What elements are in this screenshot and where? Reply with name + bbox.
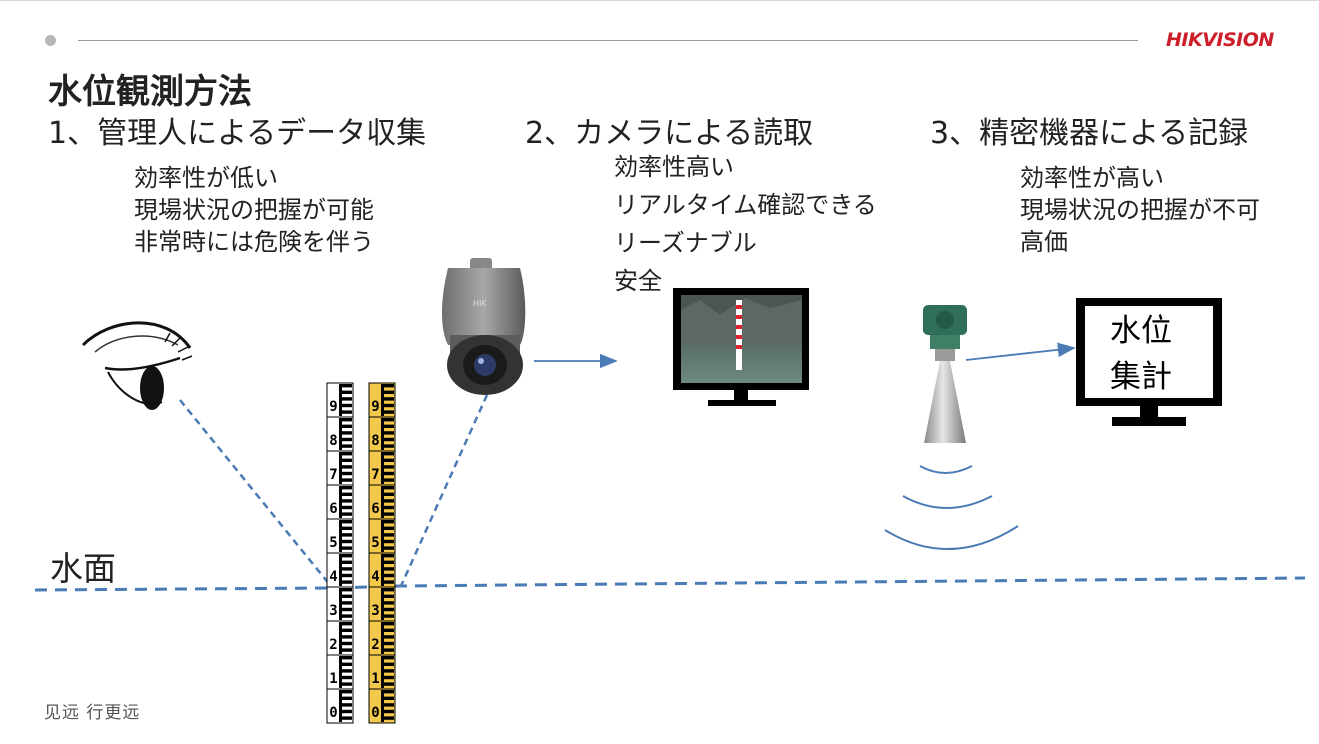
gauge-number: 7 [371, 467, 379, 483]
water-gauge-yellow: 9 8 7 6 5 4 3 2 1 0 [369, 383, 395, 723]
gauge-tick [339, 554, 342, 586]
gauge-tick [381, 486, 384, 518]
gauge-number: 0 [371, 705, 379, 721]
gauge-number: 4 [329, 569, 337, 585]
gauge-tick [381, 622, 384, 654]
gauge-tick [381, 656, 384, 688]
gauge-number: 5 [371, 535, 379, 551]
eye-icon [83, 323, 192, 410]
ptz-camera-icon: HIK [442, 258, 525, 395]
water-gauge-white: 9 8 7 6 5 4 3 2 1 0 [327, 383, 353, 723]
gauge-number: 9 [371, 399, 379, 415]
monitor-line: 水位 [1086, 308, 1196, 354]
gauge-tick [339, 418, 342, 450]
gauge-number: 6 [329, 501, 337, 517]
gauge-tick [339, 486, 342, 518]
monitor-line: 集計 [1086, 354, 1196, 400]
gauge-number: 0 [329, 705, 337, 721]
sensor-arrow [966, 348, 1074, 360]
gauge-tick [339, 622, 342, 654]
gauge-number: 5 [329, 535, 337, 551]
gauge-number: 3 [329, 603, 337, 619]
gauge-tick [339, 656, 342, 688]
gauge-number: 1 [371, 671, 379, 687]
gauge-number: 7 [329, 467, 337, 483]
gauge-number: 2 [329, 637, 337, 653]
gauge-tick [381, 554, 384, 586]
gauge-tick [339, 690, 342, 722]
gauge-tick [339, 520, 342, 552]
water-surface-line [35, 578, 1305, 590]
gauge-tick [381, 588, 384, 620]
radar-sensor-icon [923, 305, 967, 443]
gauge-number: 6 [371, 501, 379, 517]
gauge-tick [339, 452, 342, 484]
monitor-text: 水位 集計 [1086, 308, 1196, 400]
gauge-tick [381, 384, 384, 416]
radar-waves-icon [885, 466, 1018, 549]
gauge-number: 8 [371, 433, 379, 449]
gauge-tick [381, 418, 384, 450]
sight-line [180, 400, 330, 585]
gauge-tick [381, 452, 384, 484]
gauge-number: 2 [371, 637, 379, 653]
camera-view-line [401, 395, 487, 586]
gauge-number: 8 [329, 433, 337, 449]
gauge-number: 1 [329, 671, 337, 687]
gauge-tick [381, 520, 384, 552]
gauge-number: 9 [329, 399, 337, 415]
gauge-tick [381, 690, 384, 722]
gauge-tick [339, 384, 342, 416]
camera-monitor-icon [673, 288, 809, 406]
gauge-tick [339, 588, 342, 620]
gauge-number: 4 [371, 569, 379, 585]
gauge-number: 3 [371, 603, 379, 619]
svg-text:HIK: HIK [473, 299, 487, 308]
